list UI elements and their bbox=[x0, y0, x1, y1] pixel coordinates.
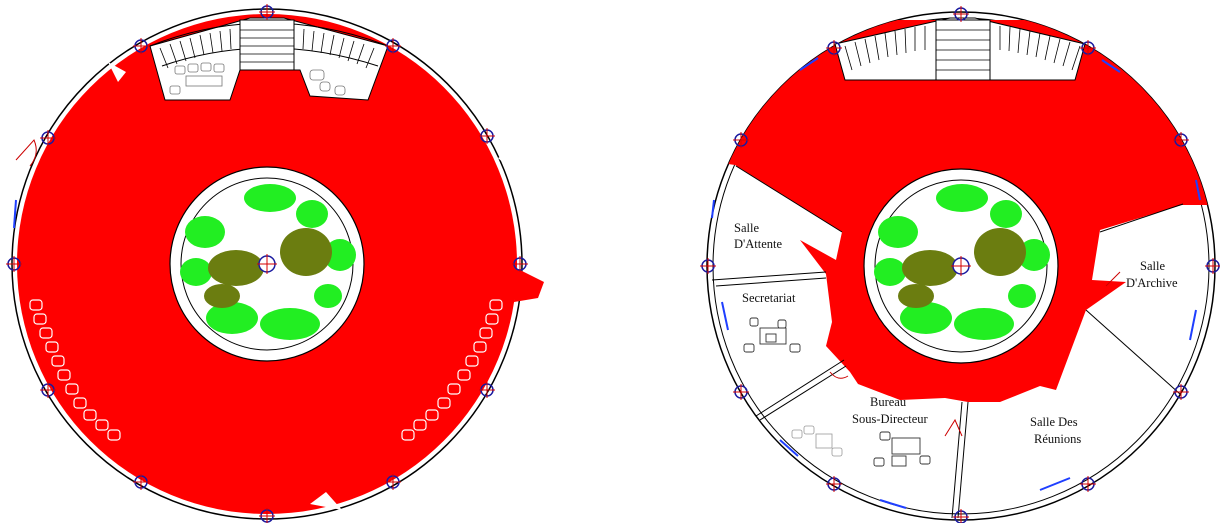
label-salle-attente-line2: D'Attente bbox=[734, 237, 783, 251]
label-archive-line1: Salle bbox=[1140, 259, 1165, 273]
label-salle-attente-line1: Salle bbox=[734, 221, 759, 235]
room-labels: Salle D'Attente Secretariat Bureau Sous-… bbox=[734, 221, 1178, 446]
left-grid-markers bbox=[6, 4, 528, 523]
label-secretariat: Secretariat bbox=[742, 291, 796, 305]
label-bureau-sous-directeur: Bureau Sous-Directeur bbox=[852, 395, 929, 426]
right-courtyard bbox=[863, 168, 1059, 364]
label-reunions-line2: Réunions bbox=[1034, 432, 1081, 446]
left-courtyard bbox=[169, 166, 365, 362]
left-staircase bbox=[149, 17, 389, 101]
right-staircase bbox=[834, 17, 1086, 81]
label-salle-des-reunions: Salle Des Réunions bbox=[1030, 415, 1081, 446]
left-floor-plan bbox=[6, 4, 544, 523]
label-salle-archive: Salle D'Archive bbox=[1126, 259, 1178, 290]
right-floor-plan: Salle D'Attente Secretariat Bureau Sous-… bbox=[700, 6, 1220, 523]
right-grid-markers bbox=[700, 6, 1220, 523]
label-reunions-line1: Salle Des bbox=[1030, 415, 1078, 429]
label-archive-line2: D'Archive bbox=[1126, 276, 1178, 290]
label-salle-attente: Salle D'Attente bbox=[734, 221, 783, 251]
label-secretariat-line1: Secretariat bbox=[742, 291, 796, 305]
label-bureau-line2: Sous-Directeur bbox=[852, 412, 929, 426]
label-bureau-line1: Bureau bbox=[870, 395, 907, 409]
